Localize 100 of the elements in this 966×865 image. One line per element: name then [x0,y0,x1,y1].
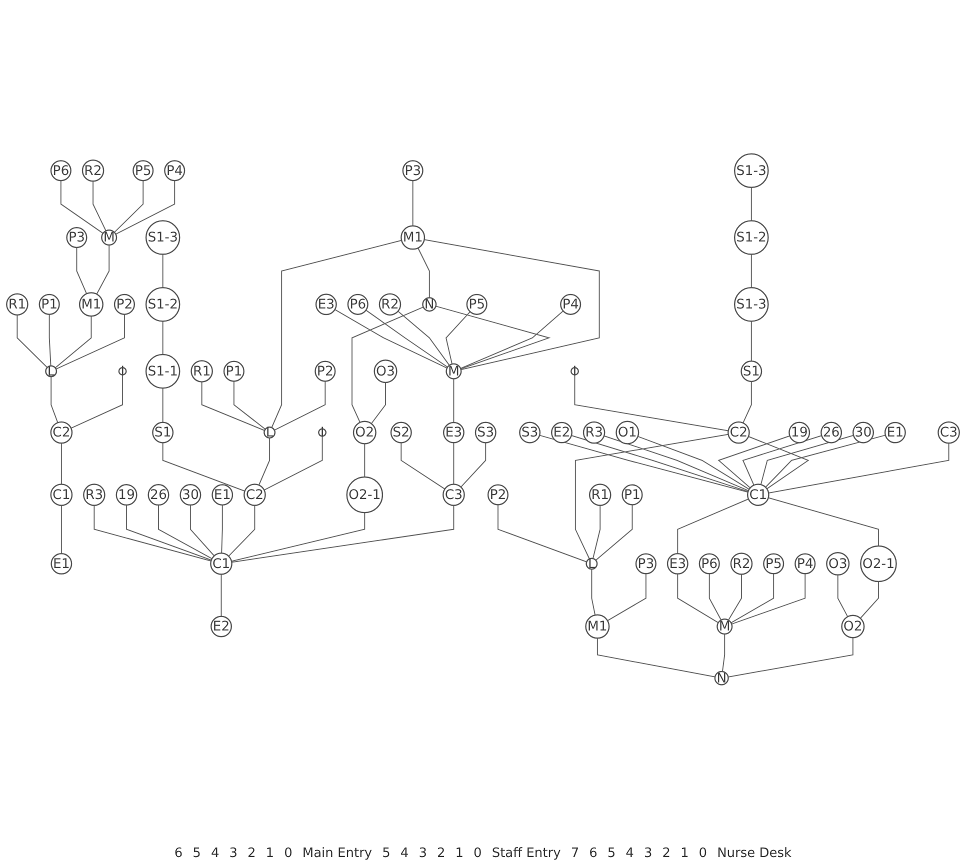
level-label: 4 [626,846,634,861]
level-label: 2 [662,846,670,861]
node-circle: E3 [442,422,464,444]
node-circle: P6 [50,160,72,182]
connector [76,246,88,294]
node-circle: C3 [442,484,465,506]
node-circle: 26 [148,484,170,506]
connector [498,504,588,562]
node-circle: E2 [210,616,232,638]
connector [418,247,430,298]
node-circle: M1 [78,292,104,317]
node-circle: P2 [114,294,136,315]
connector [92,180,106,232]
level-label: 3 [229,846,238,861]
connector [233,380,266,430]
node-circle: 19 [116,484,138,506]
connector [604,435,749,492]
node-circle: S1-1 [145,354,180,389]
node-circle: P1 [38,294,60,315]
node-circle: 26 [820,422,842,444]
node-circle: O2-1 [860,545,897,582]
connector [677,573,719,624]
node-circle: C2 [50,421,73,444]
node-circle: P4 [560,294,582,315]
connector [570,435,749,492]
connector [231,512,366,562]
node-circle: P6 [698,553,720,574]
node-circle: P4 [164,160,186,182]
connector [398,310,450,366]
node-circle: P2 [487,484,509,506]
connector [162,388,164,423]
level-label: 0 [698,846,708,861]
node-circle: P5 [466,294,488,315]
connector [595,504,633,561]
connector [228,504,256,557]
connector [54,316,92,368]
node-circle: L [45,365,58,378]
connector [412,180,414,226]
node-circle: S3 [474,422,496,444]
node-circle: E1 [212,484,234,506]
level-label: 6 [174,846,183,861]
level-label: 3 [644,846,652,861]
connector [96,244,110,295]
connector [56,314,125,370]
connector [765,434,886,488]
node-circle: P5 [132,160,154,182]
node-circle: P3 [66,226,88,248]
connector [115,180,176,235]
connector [162,442,246,492]
connector [231,504,454,563]
node-circle: S1-3 [734,287,769,322]
node-circle: R3 [582,421,606,444]
node-circle: S2 [390,422,412,444]
node-circle: I [118,367,127,376]
connector [334,309,448,369]
node-circle: P4 [794,553,816,574]
connector [370,382,386,424]
level-label: 1 [680,846,689,861]
level-label: Staff Entry [492,846,561,861]
connector [446,311,471,365]
node-circle: M [446,363,462,380]
level-label: 6 [589,846,598,861]
node-circle: 30 [180,484,202,506]
node-circle: P6 [347,294,368,315]
connector [114,180,144,233]
node-circle: S1-3 [145,220,180,255]
connector [596,638,716,678]
level-label: Nurse Desk [717,846,792,861]
node-circle: C2 [728,421,750,444]
connector [574,434,729,560]
level-label: 5 [607,846,616,861]
node-circle: E1 [884,422,906,444]
node-circle: O3 [826,552,850,576]
connector [750,254,752,288]
connector [60,504,62,554]
node-circle: O2-1 [346,476,384,514]
connector [760,434,854,486]
connector [201,381,266,432]
level-label: 0 [284,846,292,861]
node-circle: S1-2 [145,287,180,322]
node-circle: P1 [223,360,244,382]
node-circle: E1 [50,553,72,574]
node-circle: O2 [841,614,865,638]
connector [352,306,424,423]
connector [728,574,742,621]
connector [742,435,822,486]
connector [677,498,749,554]
connector [768,442,950,494]
level-label: 4 [400,846,409,861]
connector [607,573,646,622]
connector [365,310,448,368]
connector [424,239,600,370]
node-circle: O2 [352,420,376,444]
level-label: 5 [382,846,390,861]
node-circle: E2 [551,422,572,444]
node-circle: N [714,670,729,686]
connector [750,320,752,362]
connector [94,504,212,562]
connector [460,310,564,369]
connector [70,374,124,429]
